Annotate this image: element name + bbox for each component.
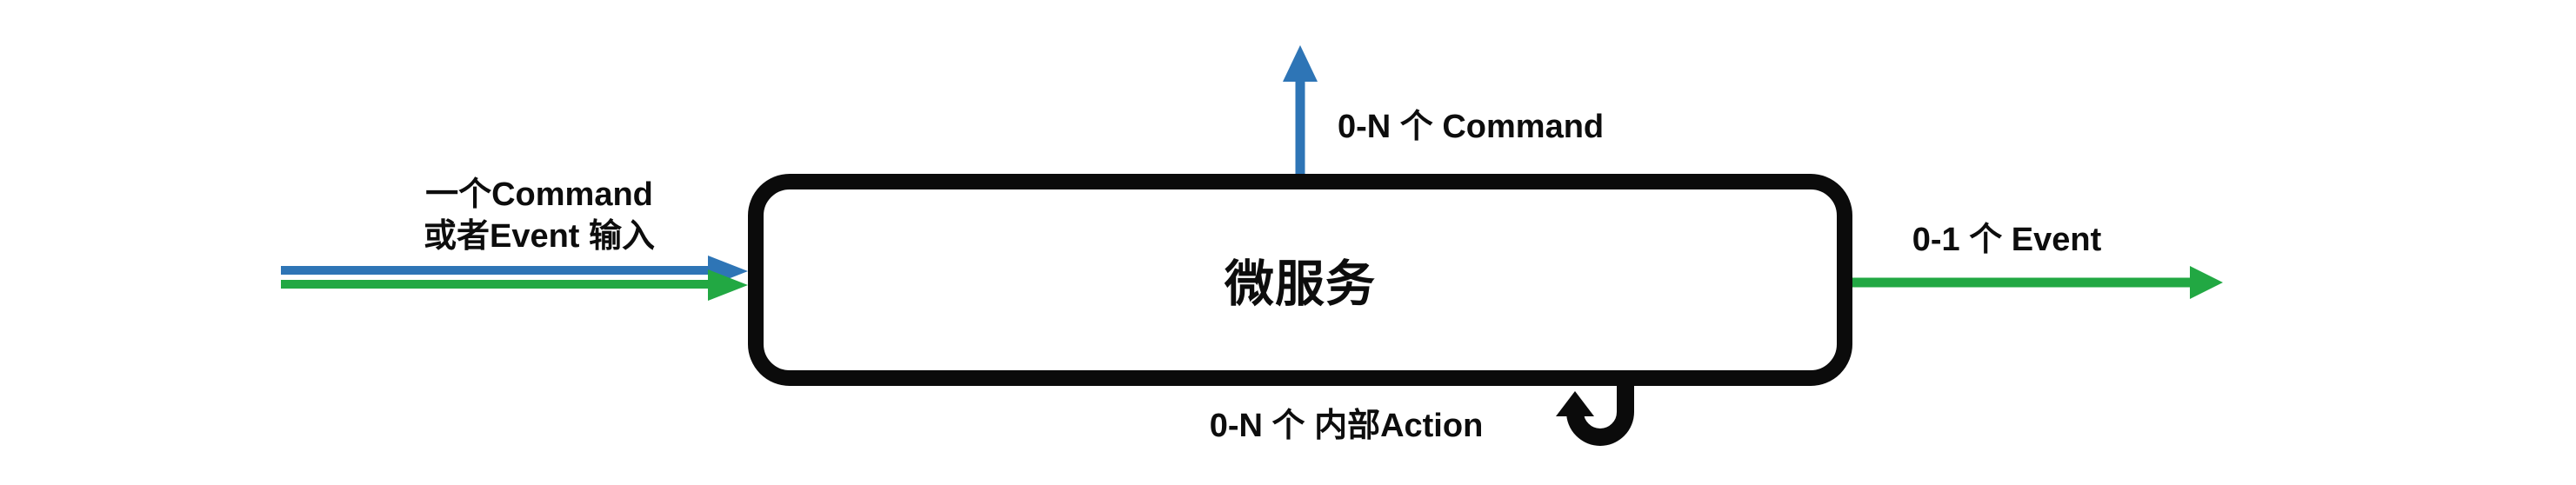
self-loop-arrowhead: [1556, 391, 1594, 416]
left-input-label-line1: 一个Command: [425, 176, 653, 213]
microservice-box: 微服务: [748, 174, 1852, 386]
self-loop-arrow-path: [1566, 379, 1634, 446]
right-output-arrowhead: [2190, 266, 2223, 299]
top-output-arrowhead: [1283, 45, 1318, 82]
right-output-label: 0-1 个 Event: [1912, 222, 2102, 258]
microservice-box-label: 微服务: [1225, 256, 1376, 312]
top-output-label: 0-N 个 Command: [1338, 109, 1605, 145]
left-input-label: 一个Command 或者Event 输入: [374, 174, 704, 257]
self-loop-label: 0-N 个 内部Action: [1209, 408, 1484, 444]
left-input-label-line2: 或者Event 输入: [423, 218, 656, 255]
left-input-green-arrowhead: [708, 269, 748, 301]
